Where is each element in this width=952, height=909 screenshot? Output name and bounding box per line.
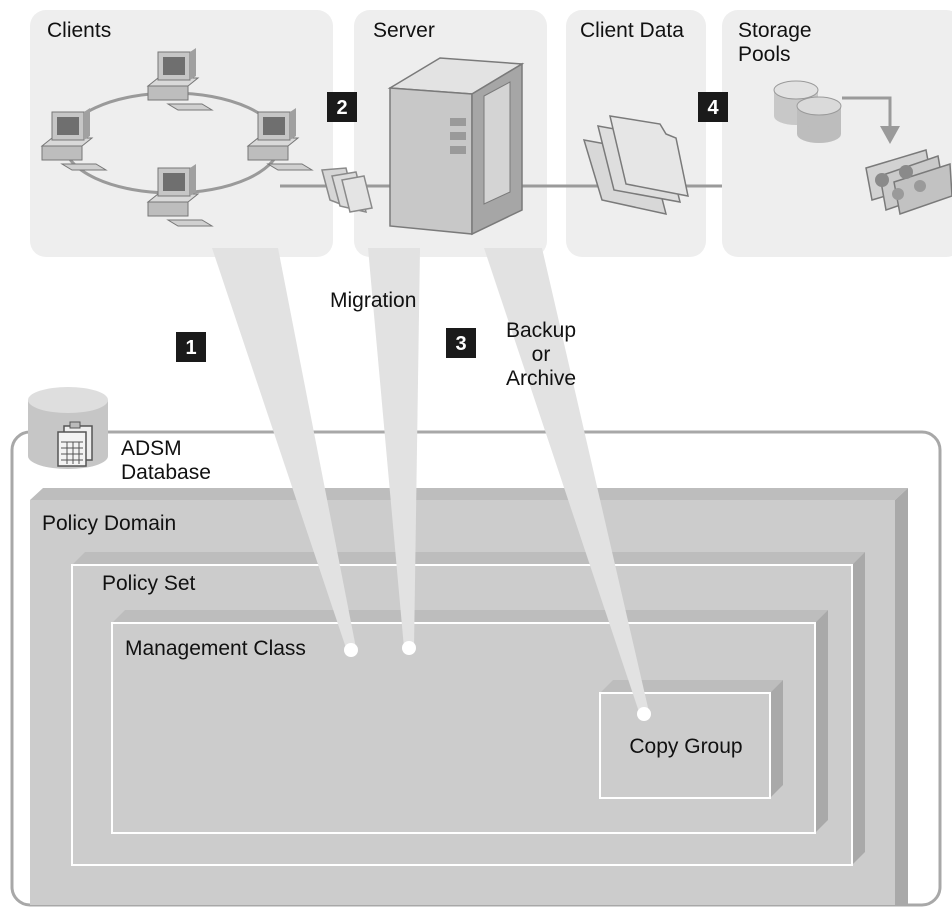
policy-set-label: Policy Set xyxy=(102,572,196,595)
or-label: or xyxy=(532,343,551,366)
beam-migration xyxy=(368,248,420,648)
client-data-label: Client Data xyxy=(580,19,684,42)
marker-4-label: 4 xyxy=(707,97,719,119)
database-label-line2: Database xyxy=(121,461,211,484)
client-computer-icon xyxy=(246,108,314,171)
copy-group-box xyxy=(599,680,783,799)
marker-3-box xyxy=(446,328,476,358)
database-label-line1: ADSM xyxy=(121,437,182,460)
server-tower-icon xyxy=(387,57,525,236)
clients-label: Clients xyxy=(47,19,111,42)
client-computer-icon xyxy=(146,164,214,227)
storage-pools-label-line1: Storage xyxy=(738,19,812,42)
marker-3-label: 3 xyxy=(455,333,466,355)
backup-label: Backup xyxy=(506,319,576,342)
client-data-folder-icon xyxy=(582,115,689,215)
clients-panel xyxy=(30,10,333,257)
beam-backup-archive xyxy=(484,248,649,712)
marker-2-box xyxy=(327,92,357,122)
disk-storage-icon xyxy=(773,80,842,143)
marker-2-label: 2 xyxy=(336,97,347,119)
marker-4-box xyxy=(698,92,728,122)
beam-1 xyxy=(212,248,356,648)
client-computer-icon xyxy=(146,48,214,111)
tape-cartridge-icon xyxy=(865,149,952,215)
marker-1-box xyxy=(176,332,206,362)
beam-1-endpoint xyxy=(344,643,358,657)
beam-migration-endpoint xyxy=(402,641,416,655)
storage-pools-label-line2: Pools xyxy=(738,43,791,66)
copy-group-label: Copy Group xyxy=(629,735,742,758)
management-class-label: Management Class xyxy=(125,637,306,660)
archive-label: Archive xyxy=(506,367,576,390)
client-computer-icon xyxy=(40,108,108,171)
document-table-icon xyxy=(57,421,93,467)
beam-backup-endpoint xyxy=(637,707,651,721)
marker-1-label: 1 xyxy=(185,337,196,359)
folder-icon xyxy=(321,167,373,214)
migration-label: Migration xyxy=(330,289,416,312)
arrow-icon xyxy=(842,96,900,144)
policy-domain-label: Policy Domain xyxy=(42,512,176,535)
server-label: Server xyxy=(373,19,435,42)
